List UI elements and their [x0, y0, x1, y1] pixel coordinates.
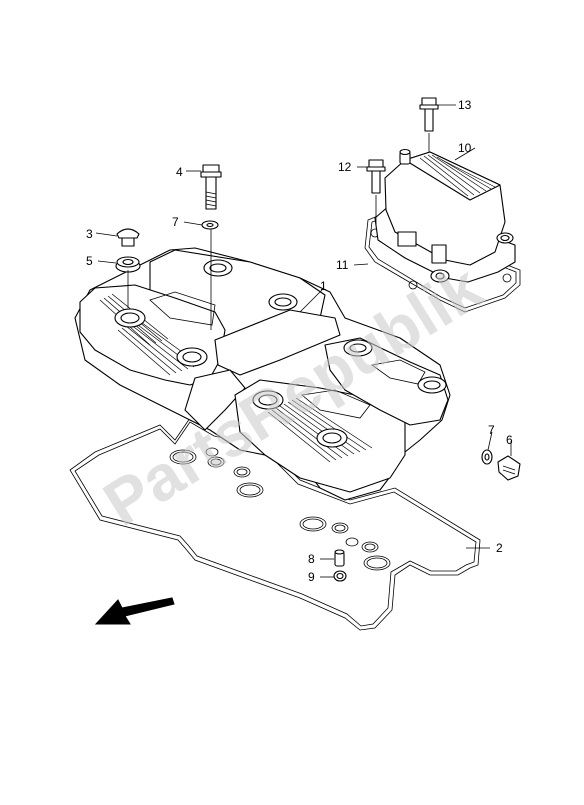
bolt-13: [419, 97, 439, 132]
plug-boss-2: [176, 347, 208, 367]
washer-7-right: [481, 449, 493, 465]
screw-3: [116, 228, 140, 247]
callout-8: 8: [308, 552, 315, 566]
plug-boss-7: [343, 339, 373, 357]
callout-3: 3: [86, 227, 93, 241]
cooling-fins-right: [267, 397, 373, 463]
plug-boss-4: [268, 293, 298, 311]
callout-4: 4: [176, 165, 183, 179]
grommet-5: [115, 256, 141, 273]
plug-boss-1: [114, 308, 146, 328]
o-ring-9: [333, 570, 347, 582]
breather-cover: [364, 148, 521, 313]
callout-9: 9: [308, 570, 315, 584]
washer-7-top: [201, 220, 219, 230]
callout-2: 2: [496, 541, 503, 555]
callout-7b: 7: [488, 423, 495, 437]
callout-13: 13: [458, 98, 472, 112]
plug-hole-seal-set-right: [299, 516, 391, 571]
callout-11: 11: [336, 258, 349, 272]
plug-boss-6: [316, 428, 348, 448]
front-direction-arrow-icon: [94, 597, 175, 625]
breather-cover-fins: [419, 154, 496, 197]
bolt-4: [200, 164, 222, 210]
cylinder-head-cover: [74, 247, 451, 501]
callout-1: 1: [320, 279, 327, 293]
bolt-12: [366, 159, 386, 194]
callout-7a: 7: [172, 215, 179, 229]
leader-lines: [95, 104, 512, 578]
dowel-pin-8: [334, 549, 345, 567]
plug-hole-seal-set-left: [169, 447, 264, 498]
bolt-6: [497, 455, 521, 481]
callout-10: 10: [458, 141, 472, 155]
callout-6: 6: [506, 433, 513, 447]
callout-5: 5: [86, 254, 93, 268]
callout-labels: 1 2 3 4 5 6 7 7 8 9 10 11 12 13: [86, 98, 513, 584]
plug-boss-3: [203, 259, 233, 277]
plug-boss-5: [252, 390, 284, 410]
callout-12: 12: [338, 160, 352, 174]
plug-boss-8: [417, 376, 447, 394]
